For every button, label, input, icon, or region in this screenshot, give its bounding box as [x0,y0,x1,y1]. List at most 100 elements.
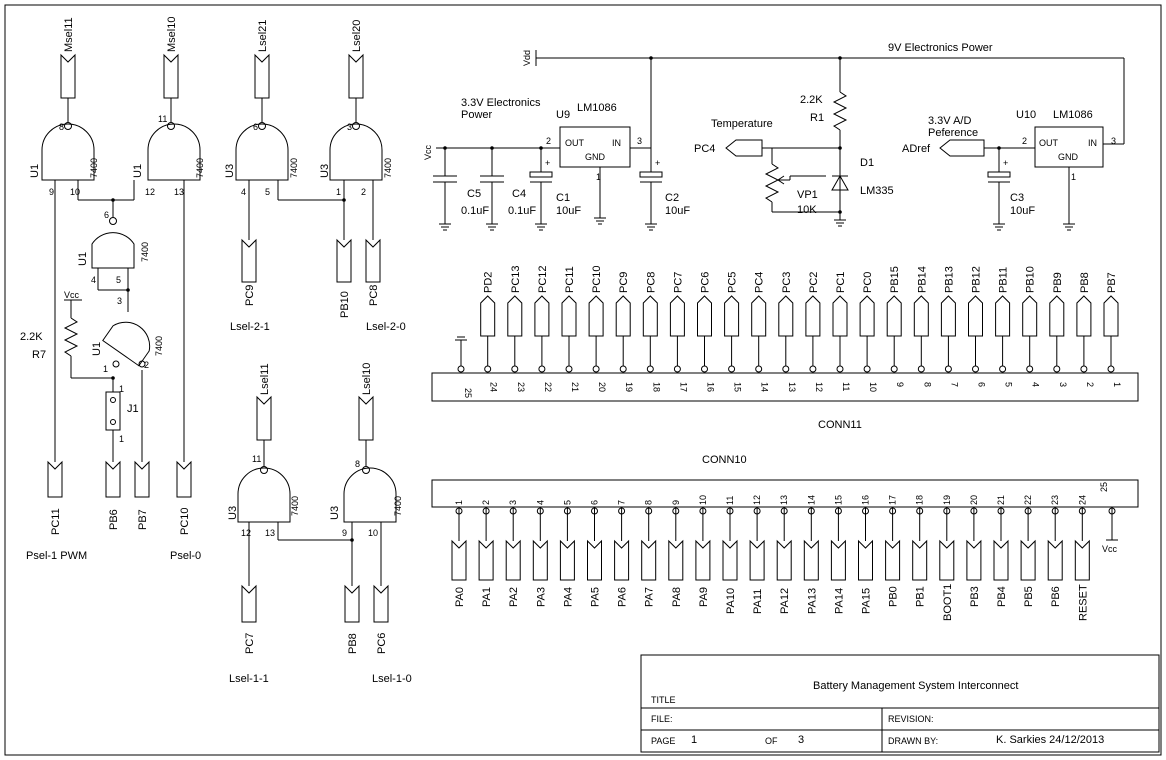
capacitor-c4 [480,148,504,224]
conn11-port-pb12 [968,295,983,337]
conn10-label-pa10: PA10 [725,588,737,614]
regulator-u9: OUT IN GND 2 3 1 [546,126,651,218]
conn11-label-pc1: PC1 [835,272,847,293]
page-label: PAGE [651,736,675,746]
conn10-pin-number: 19 [942,495,952,505]
drawing-title: Battery Management System Interconnect [813,680,1018,692]
of-label: OF [765,736,778,746]
conn11-port-pc0 [859,295,875,337]
conn10-pin-number: 13 [779,495,789,505]
conn10-label-pb6: PB6 [1050,586,1062,607]
conn10-port-pa15 [858,539,873,581]
conn11-port-pb14 [913,295,929,337]
u1d-chip: 7400 [154,336,164,356]
conn11-port-pb8 [1076,295,1092,337]
conn10-port-pb4 [993,539,1009,581]
vcc-label: Vcc [423,144,433,160]
conn10-label-pa12: PA12 [779,588,791,614]
pc10-label: PC10 [179,507,191,535]
connector-conn10: CONN10 Vcc 25 PA01PA12PA23PA34PA45PA56PA… [431,454,1139,621]
conn11-port-pc3 [778,295,794,337]
ground-symbols [439,217,1075,231]
c4-value: 0.1uF [508,205,536,217]
conn10-port-pa12 [776,539,792,581]
nand-gate-u1d [102,321,151,367]
svg-text:6: 6 [253,122,258,132]
conn10-pin-number: 7 [617,500,627,505]
conn11-pin-number: 3 [1058,382,1068,387]
conn10-port-pa0 [451,539,467,581]
svg-text:2: 2 [361,187,366,197]
svg-text:11: 11 [252,454,261,464]
conn11-port-pb15 [886,295,902,337]
u1b-ref: U1 [132,164,144,178]
svg-text:+: + [655,158,660,168]
net-port-adref [939,139,985,157]
conn11-port-pc10 [588,295,604,337]
u1a-ref: U1 [29,164,41,178]
conn11-label-pc3: PC3 [781,272,793,293]
svg-text:9: 9 [49,187,54,197]
conn11-pin-number: 15 [733,382,743,392]
conn10-port-pa13 [803,539,819,581]
conn11-port-pc1 [832,295,848,337]
conn11-label-pc0: PC0 [862,272,874,293]
conn11-label-pb13: PB13 [943,266,955,293]
conn11-pin-number: 10 [868,382,878,392]
u9-part: LM1086 [577,102,617,114]
conn11-port-pc13 [507,295,523,337]
conn11-label-pc2: PC2 [808,272,820,293]
conn10-label-pa2: PA2 [508,587,520,607]
svg-text:4: 4 [91,275,96,285]
conn11-port-pc8 [642,295,658,337]
net-port-msel10 [163,53,179,99]
conn11-port-pb7 [1103,295,1119,337]
c3-ref: C3 [1010,192,1024,204]
conn10-pin-number: 20 [969,495,979,505]
pb7-label: PB7 [137,509,149,530]
svg-text:2: 2 [546,136,551,146]
zener-diode-d1 [831,174,849,191]
c1-value: 10uF [556,205,581,217]
conn10-port-pb1 [912,539,928,581]
svg-text:2: 2 [144,360,149,370]
svg-text:+: + [545,158,550,168]
capacitor-c1: + [529,148,553,224]
net-port-pc7 [241,584,257,623]
conn11-port-pc4 [751,295,767,337]
conn10-port-pa11 [749,539,765,581]
svg-text:2: 2 [1022,136,1027,146]
drawn-by: K. Sarkies 24/12/2013 [996,734,1104,746]
vdd-label: Vdd [522,50,532,66]
conn11-label-pc13: PC13 [510,265,522,293]
msel10-label: Msel10 [166,17,178,52]
svg-text:OUT: OUT [565,138,585,148]
conn11-label-pc9: PC9 [618,272,630,293]
svg-text:1: 1 [1071,172,1076,182]
lsel-2-1-label: Lsel-2-1 [230,321,270,333]
svg-text:1: 1 [596,172,601,182]
conn10-pin-number: 21 [996,495,1006,505]
conn10-pin-number: 22 [1023,495,1033,505]
conn11-label-pc11: PC11 [564,266,576,293]
svg-text:10: 10 [368,528,378,538]
svg-text:IN: IN [1088,138,1097,148]
net-port-lsel10 [358,395,374,441]
net-port-pc8 [365,238,381,283]
conn10-pin-number: 24 [1077,495,1087,505]
net-port-pc6 [373,584,389,623]
conn10-port-pb5 [1020,539,1036,581]
lsel10-label: Lsel10 [361,363,373,395]
conn11-pin-number: 11 [841,382,851,391]
conn10-port-pa3 [532,539,548,581]
sheet-border [4,4,1162,756]
conn11-label-pb14: PB14 [916,266,928,293]
conn10-pin-number: 3 [508,500,518,505]
conn11-port-pc2 [805,295,821,337]
pc8-label: PC8 [368,285,380,306]
svg-text:8: 8 [59,122,64,132]
conn11-pin-number: 2 [1085,382,1095,387]
r1-ref: R1 [810,112,824,124]
conn11-pin-number: 7 [949,382,959,387]
